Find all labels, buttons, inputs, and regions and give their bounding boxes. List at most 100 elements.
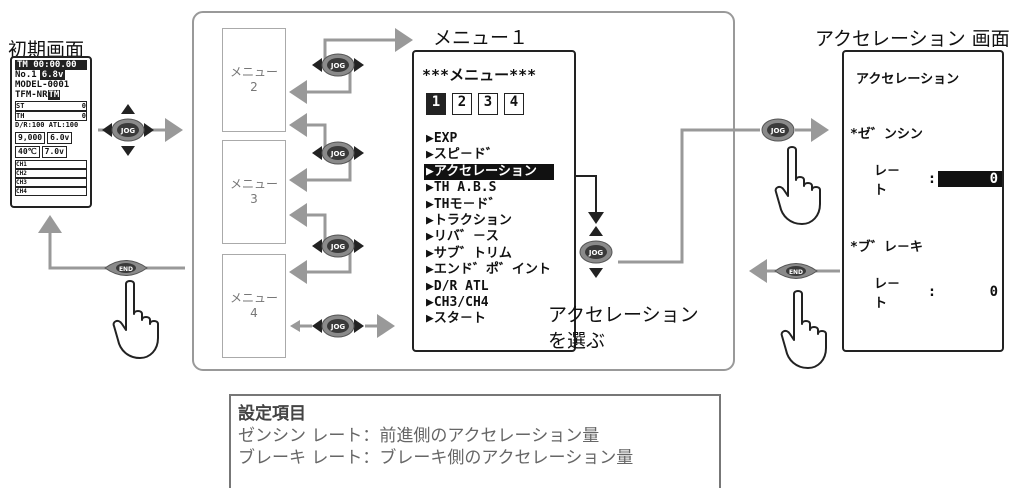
- menu-3-title: メニュー: [229, 177, 278, 191]
- lcd-ch4: CH4: [15, 187, 87, 196]
- jog-button-menu2-3[interactable]: JOG: [310, 125, 366, 181]
- menu-4-title: メニュー: [229, 291, 278, 305]
- jog-label: JOG: [330, 243, 346, 251]
- menu-item-list: ▶EXP▶スピ－ド゛▶アクセレーション▶TH A.B.S▶THモ－ド゛▶トラクシ…: [424, 131, 574, 328]
- menu-3-number: 3: [250, 192, 258, 206]
- lcd-stats-row2: 40℃ 7.0v: [15, 146, 87, 158]
- right-arrow-icon: [354, 239, 364, 253]
- menu-item[interactable]: ▶スタ－ト: [426, 311, 486, 327]
- initial-lcd: TM 00:00.00 No.1 6.8v MODEL-0001 TFM-NR …: [10, 56, 92, 208]
- lcd-row-tfm: TFM-NR TM: [15, 90, 87, 100]
- lcd-stat1a: 9,000: [15, 132, 46, 144]
- end-label: END: [789, 269, 803, 276]
- lcd-tfm: TFM-NR: [15, 90, 48, 100]
- menu-2-title: メニュー: [229, 65, 278, 79]
- left-arrow-icon: [312, 239, 322, 253]
- forward-rate-row: レ－ト : 0: [874, 160, 1002, 198]
- settings-note-title: 設定項目: [238, 404, 306, 424]
- down-arrow-icon: [589, 268, 603, 278]
- lcd-time: TM 00:00.00: [15, 60, 87, 70]
- lcd-ch3: CH3: [15, 178, 87, 187]
- menu-item[interactable]: ▶スピ－ド゛: [426, 147, 499, 163]
- menu-item[interactable]: ▶エンド゛ポ゛イント: [426, 262, 551, 278]
- jog-arrow-to-menu3: [289, 153, 352, 192]
- brake-colon: :: [927, 284, 937, 300]
- jog-button-select[interactable]: JOG: [568, 224, 624, 280]
- up-arrow-icon: [589, 226, 603, 236]
- jog-button-menu4-1[interactable]: JOG: [310, 298, 366, 354]
- menu-item[interactable]: ▶TH A.B.S: [426, 180, 497, 196]
- arrow-head: [290, 320, 300, 332]
- menu-page-tab-1[interactable]: 1: [426, 93, 446, 115]
- select-note-line2: を選ぶ: [548, 330, 606, 352]
- lcd-st-val: 0: [81, 102, 86, 110]
- lcd-row-no: No.1 6.8v: [15, 70, 87, 80]
- menu-4-number: 4: [250, 306, 258, 320]
- lcd-stats-row1: 9,000 6.0v: [15, 132, 87, 144]
- hand-pointer-icon: [774, 146, 821, 225]
- jog-arrow-to-menu2: [289, 65, 352, 104]
- menu-item[interactable]: ▶D/R ATL: [426, 278, 489, 294]
- jog-arrow-menu2-3: [289, 113, 327, 153]
- lcd-th-val: 0: [81, 112, 86, 120]
- menu-page-tab-2[interactable]: 2: [452, 93, 472, 115]
- left-arrow-icon: [312, 319, 322, 333]
- jog-label: JOG: [120, 127, 136, 135]
- menu-4-box: メニュー 4: [222, 254, 286, 358]
- menu1-label: メニュー１: [433, 27, 529, 49]
- jog-label: JOG: [330, 323, 346, 331]
- left-arrow-icon: [312, 58, 322, 72]
- settings-note-line2: ブレーキ レート：ブレーキ側のアクセレーション量: [238, 448, 634, 468]
- brake-rate-row: レ－ト : 0: [874, 273, 1002, 311]
- menu-item[interactable]: ▶EXP: [426, 131, 458, 146]
- forward-colon: :: [927, 171, 937, 187]
- brake-rate-value[interactable]: 0: [989, 284, 998, 300]
- lcd-ch2: CH2: [15, 169, 87, 178]
- lcd-stat2a: 40℃: [15, 146, 40, 158]
- menu-item[interactable]: ▶サブ゛トリム: [426, 245, 512, 261]
- end-button-main[interactable]: END: [101, 253, 151, 283]
- menu-page-tab-4[interactable]: 4: [504, 93, 524, 115]
- hand-pointer-icon: [112, 280, 159, 359]
- lcd-channels: CH1 CH2 CH3 CH4: [15, 160, 87, 196]
- settings-note: 設定項目 ゼンシン レート：前進側のアクセレーション量 ブレーキ レート：ブレー…: [229, 394, 721, 488]
- end-label: END: [119, 266, 133, 273]
- jog-to-accel-arrow: [618, 128, 760, 264]
- jog-button-menu1-2[interactable]: JOG: [310, 37, 366, 93]
- right-arrow-icon: [354, 146, 364, 160]
- end-button-accel[interactable]: END: [771, 256, 821, 286]
- jog-button-main[interactable]: JOG: [100, 102, 156, 158]
- lcd-voltage: 6.8v: [39, 70, 66, 80]
- jog-arrow-menu3-4: [289, 203, 327, 246]
- menu-header: ***メニュー***: [422, 66, 537, 84]
- right-arrow-icon: [144, 123, 154, 137]
- brake-label: *ブ゛レ－キ: [850, 240, 923, 255]
- forward-rate-label: レ－ト: [874, 164, 901, 198]
- brake-rate-label: レ－ト: [874, 277, 901, 311]
- lcd-model: MODEL-0001: [15, 80, 70, 90]
- lcd-dr-atl: D/R:100 ATL:100: [15, 121, 79, 129]
- lcd-st: ST: [16, 102, 25, 110]
- right-arrow-icon: [354, 319, 364, 333]
- lcd-stat1b: 6.0v: [47, 132, 73, 144]
- jog-label: JOG: [770, 127, 786, 135]
- jog-button-menu3-4[interactable]: JOG: [310, 218, 366, 274]
- jog-label: JOG: [588, 249, 604, 257]
- menu-page-tab-3[interactable]: 3: [478, 93, 498, 115]
- right-arrow-icon: [354, 58, 364, 72]
- jog-label: JOG: [330, 62, 346, 70]
- menu-item[interactable]: ▶THモ－ド゛: [426, 196, 502, 212]
- lcd-ch1: CH1: [15, 160, 87, 169]
- menu-item[interactable]: ▶CH3/CH4: [426, 295, 489, 311]
- menu-item[interactable]: ▶トラクション: [426, 213, 512, 229]
- forward-rate-value[interactable]: 0: [938, 171, 1002, 187]
- lcd-tm-badge: TM: [47, 90, 61, 100]
- menu-item[interactable]: ▶リバ゛－ス: [426, 229, 499, 245]
- jog-button-enter[interactable]: JOG: [750, 102, 806, 158]
- initial-screen-label: 初期画面: [8, 39, 85, 61]
- menu-item[interactable]: ▶アクセレーション: [424, 163, 554, 181]
- accel-screen-label: アクセレーション 画面: [815, 28, 1010, 50]
- forward-label: *ゼ゛ンシン: [850, 127, 923, 142]
- jog-arrow-to-menu1: [323, 28, 413, 65]
